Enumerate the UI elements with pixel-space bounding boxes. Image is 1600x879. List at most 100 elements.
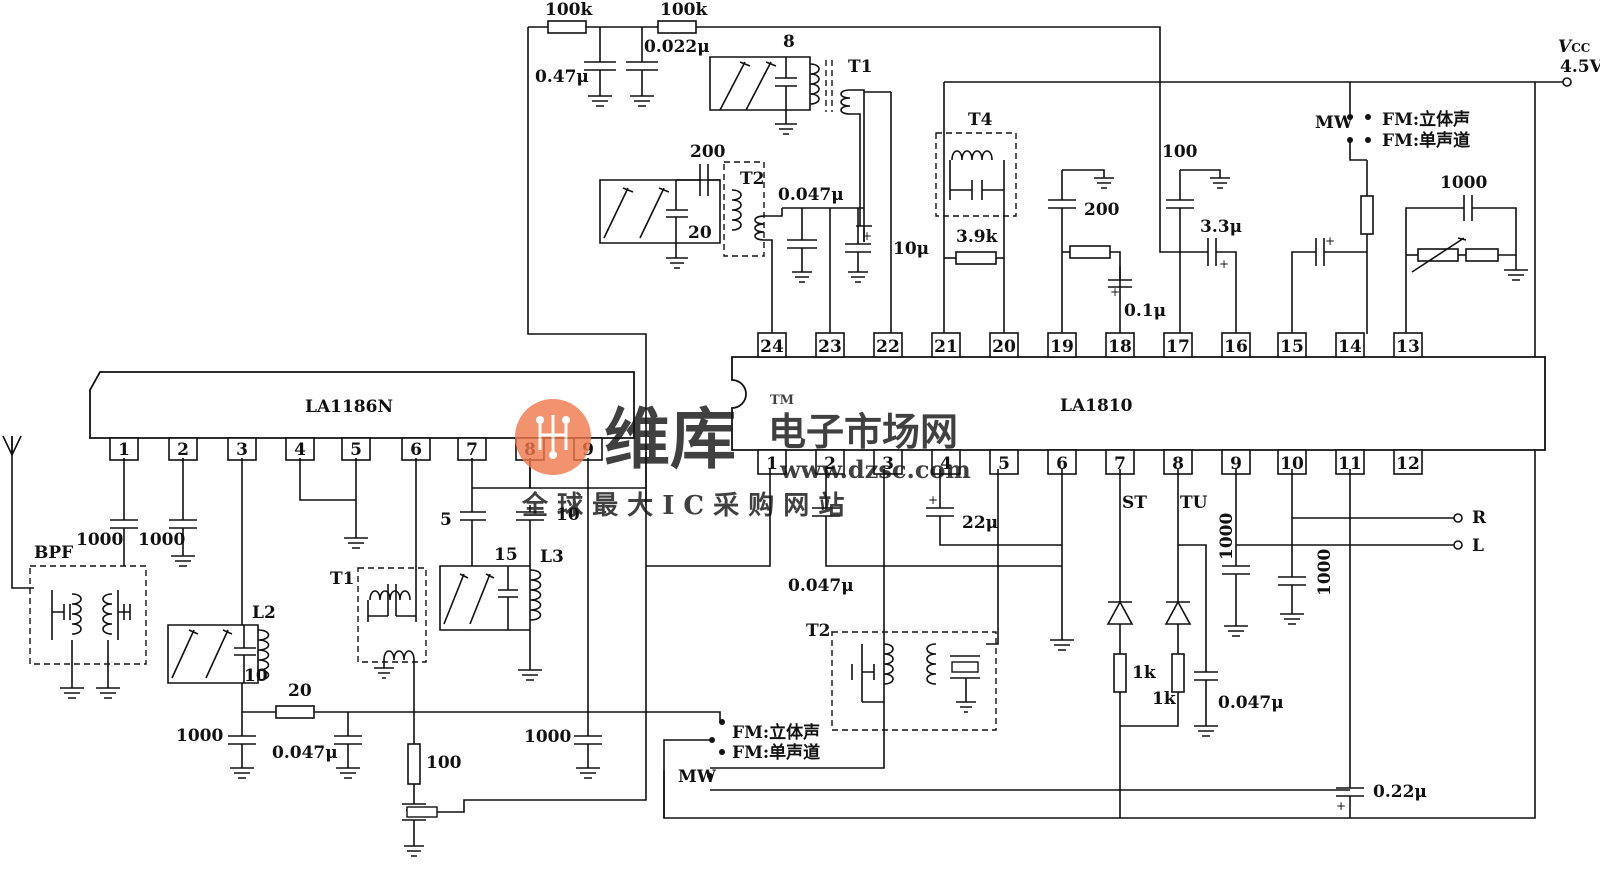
label-100-bottom: 100	[426, 753, 462, 773]
switch-top-fm-stereo[interactable]: FM:立体声	[1382, 109, 1470, 130]
la1810-bottom-pin-7: 7	[1114, 454, 1126, 474]
la1810-pin-21-box	[931, 332, 961, 358]
la1810-bottom-pin-12-box	[1393, 449, 1423, 475]
label-0.047u-top: 0.047μ	[778, 185, 844, 205]
la1810-bottom-pin-9: 9	[1230, 454, 1242, 474]
switch-bottom-fm-mono[interactable]: FM:单声道	[732, 742, 820, 763]
vcc-label: VCC	[1558, 37, 1590, 57]
la1810-pin-13: 13	[1396, 337, 1420, 357]
switch-bottom[interactable]: FM:立体声 FM:单声道 MW	[663, 719, 820, 818]
la1810-pin-23: 23	[818, 337, 842, 357]
label-15: 15	[494, 545, 518, 565]
la1810-bottom-pin-8: 8	[1172, 454, 1184, 474]
la1810-pin-19-box	[1047, 332, 1077, 358]
output-l-terminal[interactable]	[1453, 540, 1463, 550]
la1810-bottom-pin-5: 5	[998, 454, 1010, 474]
la1810-pin-24: 24	[760, 337, 784, 357]
label-8: 8	[783, 32, 795, 52]
watermark-tagline: 全 球 最 大 I C 采 购 网 站	[521, 490, 844, 521]
la1810-bottom-pin-3-box	[873, 449, 903, 475]
resistor-3.9k	[955, 251, 997, 265]
label-l2: L2	[252, 603, 276, 623]
label-1k-a: 1k	[1132, 663, 1157, 683]
switch-bottom-mw[interactable]: MW	[678, 767, 717, 787]
label-0.047u-mid: 0.047μ	[788, 576, 854, 596]
st-tu-network: ST TU 1k 1k 0.047μ	[1106, 469, 1284, 818]
resistor-20	[275, 705, 315, 719]
vcc-terminal	[1562, 77, 1572, 87]
resistor-100k-b	[657, 20, 697, 34]
crystal-ceramic	[406, 806, 438, 818]
la1810-pin-24-box	[757, 332, 787, 358]
vcc-voltage: 4.5V	[1560, 57, 1600, 77]
label-10: 10	[556, 505, 580, 525]
label-1000-left: 1000	[176, 726, 223, 746]
la1186n-pin-7: 7	[466, 440, 478, 460]
top-left-network: 100k 100k 0.47μ 0.022μ	[527, 0, 1200, 505]
label-1000-pin1: 1000	[76, 530, 123, 550]
l2-block: L2 10 20 1000 0.047μ	[167, 458, 721, 779]
t1-bottom: T1 100	[330, 452, 647, 857]
pin11-network: + 0.22μ	[710, 469, 1427, 818]
la1810-pin-20: 20	[992, 337, 1016, 357]
la1810-bottom-network: 0.047μ + 22μ T2	[646, 469, 1074, 769]
label-1000-r2: 1000	[1315, 549, 1335, 596]
crystal-t2	[951, 661, 979, 673]
la1186n-pin-6: 6	[410, 440, 422, 460]
pin19-18-network: 200 + 0.1μ	[1048, 169, 1166, 334]
label-1k-b: 1k	[1152, 689, 1177, 709]
la1186n-pin-3: 3	[236, 440, 248, 460]
label-0.47u: 0.47μ	[535, 67, 589, 87]
label-1000-top: 1000	[1440, 173, 1487, 193]
resistor-1k-st	[1113, 653, 1127, 693]
label-10u: 10μ	[893, 239, 929, 259]
label-0.1u: 0.1μ	[1124, 301, 1166, 321]
la1810-pin-18: 18	[1108, 337, 1132, 357]
resistor-100k-a	[547, 20, 587, 34]
la1810-pin-14: 14	[1338, 337, 1362, 357]
label-5: 5	[440, 510, 452, 530]
label-output-r: R	[1472, 508, 1487, 528]
antenna-bpf: BPF 1000 1000	[2, 435, 197, 699]
switch-top-mw[interactable]: MW	[1315, 113, 1354, 133]
la1186n-pin-4: 4	[294, 440, 306, 460]
resistor-pin14	[1360, 195, 1374, 235]
label-1000-r1: 1000	[1217, 513, 1237, 560]
la1810-bottom-pin-4: 4	[940, 454, 952, 474]
la1810-bottom-pin-5-box	[989, 449, 1019, 475]
label-tu: TU	[1180, 493, 1208, 513]
label-l2-10: 10	[244, 666, 268, 686]
label-t1-bottom: T1	[330, 569, 354, 589]
la1810-pin-17-box	[1163, 332, 1193, 358]
la1186n-pin-1: 1	[118, 440, 130, 460]
label-t1-top: T1	[848, 57, 872, 77]
switch-top[interactable]: MW FM:立体声 FM:单声道 +	[1291, 82, 1470, 334]
label-0.047u-right: 0.047μ	[1218, 693, 1284, 713]
switch-top-fm-mono[interactable]: FM:单声道	[1382, 130, 1470, 151]
label-20: 20	[288, 681, 312, 701]
la1810-pin-14-box	[1335, 332, 1365, 358]
label-0.22u: 0.22μ	[1373, 782, 1427, 802]
la1810-pin-15: 15	[1280, 337, 1304, 357]
watermark-slogan: 电子市场网	[768, 409, 958, 454]
label-t2-bottom: T2	[806, 621, 830, 641]
resistor-pin18	[1069, 245, 1111, 259]
antenna-icon	[2, 435, 22, 457]
svg-text:+: +	[928, 493, 938, 507]
svg-text:+: +	[1336, 799, 1346, 813]
la1810-pin-20-box	[989, 332, 1019, 358]
label-200-19: 200	[1084, 200, 1120, 220]
resistor-1k-tu	[1171, 653, 1185, 693]
la1810-pin-16: 16	[1224, 337, 1248, 357]
la1810-pin-22: 22	[876, 337, 900, 357]
la1810-pin-23-box	[815, 332, 845, 358]
la1810-pin-22-box	[873, 332, 903, 358]
watermark-tm: TM	[770, 393, 794, 408]
label-0.047u-left: 0.047μ	[272, 743, 338, 763]
chip-la1186n-name: LA1186N	[305, 397, 393, 417]
switch-bottom-fm-stereo[interactable]: FM:立体声	[732, 722, 820, 743]
watermark-brand: 维库	[604, 400, 736, 478]
output-r-terminal[interactable]	[1453, 513, 1463, 523]
label-3.9k: 3.9k	[956, 227, 999, 247]
